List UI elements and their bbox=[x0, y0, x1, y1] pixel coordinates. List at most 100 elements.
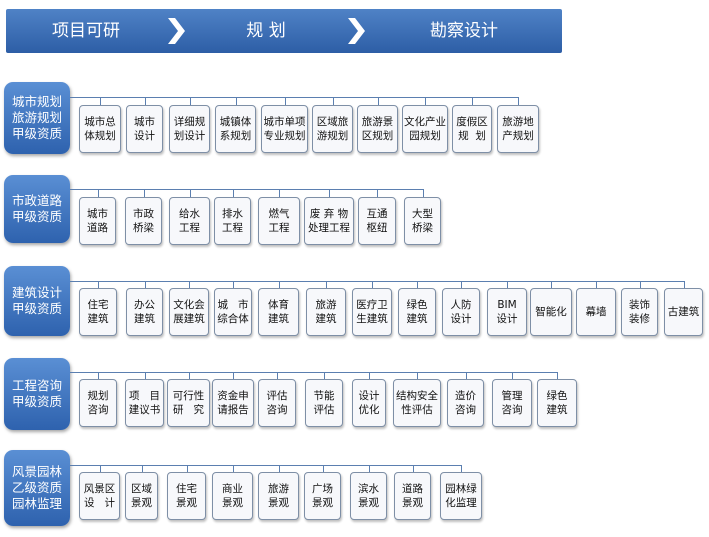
connector-line bbox=[70, 465, 461, 466]
connector-tick bbox=[232, 465, 234, 472]
stage-planning: 规 划 bbox=[246, 21, 286, 41]
connector-tick bbox=[144, 97, 146, 105]
item-box: 城市 设计 bbox=[126, 105, 163, 153]
item-box: 废 弃 物 处理工程 bbox=[304, 197, 354, 245]
item-box: 滨水 景观 bbox=[350, 472, 387, 520]
connector-tick bbox=[235, 97, 237, 105]
connector-tick bbox=[596, 281, 597, 288]
connector-tick bbox=[368, 465, 370, 472]
connector-tick bbox=[233, 372, 234, 379]
connector-tick bbox=[377, 97, 379, 105]
connector-line bbox=[70, 281, 684, 282]
item-box: 城市 道路 bbox=[79, 197, 116, 245]
item-box: 项 目 建议书 bbox=[125, 379, 164, 427]
connector-line bbox=[70, 97, 518, 98]
connector-tick bbox=[329, 189, 330, 197]
item-box: 旅游地 产规划 bbox=[497, 105, 539, 153]
item-box: 大型 桥梁 bbox=[404, 197, 441, 245]
chevron-right-icon bbox=[348, 18, 365, 44]
category-label-line: 风景园林 bbox=[11, 464, 62, 479]
item-box: BIM 设计 bbox=[487, 288, 527, 336]
category-label: 工程咨询甲级资质 bbox=[4, 358, 70, 430]
connector-tick bbox=[97, 189, 99, 197]
connector-tick bbox=[100, 97, 101, 105]
item-box: 互通 枢纽 bbox=[358, 197, 396, 245]
connector-tick bbox=[507, 281, 508, 288]
connector-tick bbox=[324, 372, 325, 379]
stage-survey-design: 勘察设计 bbox=[430, 21, 498, 41]
item-box: 城市总 体规划 bbox=[79, 105, 121, 153]
item-box: 文化产业 园规划 bbox=[402, 105, 448, 153]
connector-tick bbox=[518, 97, 519, 105]
item-box: 商业 景观 bbox=[212, 472, 253, 520]
item-box: 管理 咨询 bbox=[492, 379, 532, 427]
category-label-line: 乙级资质 bbox=[11, 480, 62, 495]
item-box: 度假区 规 划 bbox=[452, 105, 492, 153]
category-label: 市政道路甲级资质 bbox=[4, 175, 70, 243]
item-box: 智能化 bbox=[530, 288, 572, 336]
item-box: 住宅 建筑 bbox=[79, 288, 117, 336]
connector-tick bbox=[233, 281, 234, 288]
connector-tick bbox=[557, 372, 558, 379]
item-box: 城镇体 系规划 bbox=[215, 105, 256, 153]
item-box: 资金申 请报告 bbox=[212, 379, 254, 427]
connector-tick bbox=[377, 189, 378, 197]
connector-tick bbox=[278, 281, 280, 288]
category-label-line: 甲级资质 bbox=[11, 301, 62, 316]
connector-line bbox=[70, 372, 557, 373]
item-box: 设计 优化 bbox=[352, 379, 386, 427]
item-box: 城 市 综合体 bbox=[214, 288, 252, 336]
item-box: 旅游 景观 bbox=[258, 472, 299, 520]
item-box: 区域 景观 bbox=[125, 472, 158, 520]
category-label: 建筑设计甲级资质 bbox=[4, 266, 70, 336]
connector-tick bbox=[472, 97, 473, 105]
item-box: 住宅 景观 bbox=[167, 472, 206, 520]
item-box: 可行性 研 究 bbox=[167, 379, 210, 427]
connector-tick bbox=[98, 281, 99, 288]
item-box: 给水 工程 bbox=[169, 197, 210, 245]
connector-tick bbox=[326, 281, 327, 288]
item-box: 造价 咨询 bbox=[447, 379, 484, 427]
connector-tick bbox=[232, 189, 234, 197]
item-box: 体育 建筑 bbox=[258, 288, 299, 336]
connector-tick bbox=[189, 281, 190, 288]
item-box: 结构安全 性评估 bbox=[393, 379, 441, 427]
process-header-bar: 项目可研 规 划 勘察设计 bbox=[6, 9, 562, 53]
connector-tick bbox=[465, 372, 467, 379]
item-box: 绿色 建筑 bbox=[398, 288, 436, 336]
item-box: 旅游 建筑 bbox=[306, 288, 346, 336]
category-label-line: 甲级资质 bbox=[11, 209, 62, 224]
item-box: 市政 桥梁 bbox=[125, 197, 162, 245]
item-box: 燃气 工程 bbox=[258, 197, 300, 245]
item-box: 幕墙 bbox=[576, 288, 616, 336]
item-box: 风景区 设 计 bbox=[79, 472, 120, 520]
category-label-line: 市政道路 bbox=[11, 193, 62, 208]
connector-tick bbox=[412, 465, 414, 472]
connector-tick bbox=[372, 281, 373, 288]
category-label-line: 工程咨询 bbox=[11, 378, 62, 393]
connector-tick bbox=[417, 372, 418, 379]
connector-tick bbox=[332, 97, 334, 105]
item-box: 评估 咨询 bbox=[258, 379, 296, 427]
connector-tick bbox=[189, 97, 191, 105]
connector-tick bbox=[422, 189, 424, 197]
connector-tick bbox=[284, 97, 286, 105]
item-box: 道路 景观 bbox=[394, 472, 431, 520]
item-box: 详细规 划设计 bbox=[169, 105, 210, 153]
stage-feasibility: 项目可研 bbox=[52, 21, 120, 41]
connector-line bbox=[70, 189, 423, 190]
connector-tick bbox=[461, 281, 462, 288]
item-box: 规划 咨询 bbox=[79, 379, 117, 427]
category-label-line: 建筑设计 bbox=[11, 285, 62, 300]
connector-tick bbox=[189, 189, 191, 197]
category-label-line: 城市规划 bbox=[11, 94, 62, 109]
item-box: 人防 设计 bbox=[442, 288, 480, 336]
connector-tick bbox=[188, 372, 190, 379]
chevron-right-icon bbox=[168, 18, 185, 44]
connector-tick bbox=[425, 97, 426, 105]
connector-tick bbox=[279, 189, 280, 197]
item-box: 旅游景 区规划 bbox=[357, 105, 398, 153]
item-box: 绿色 建筑 bbox=[537, 379, 577, 427]
item-box: 办公 建筑 bbox=[126, 288, 163, 336]
item-box: 文化会 展建筑 bbox=[169, 288, 209, 336]
